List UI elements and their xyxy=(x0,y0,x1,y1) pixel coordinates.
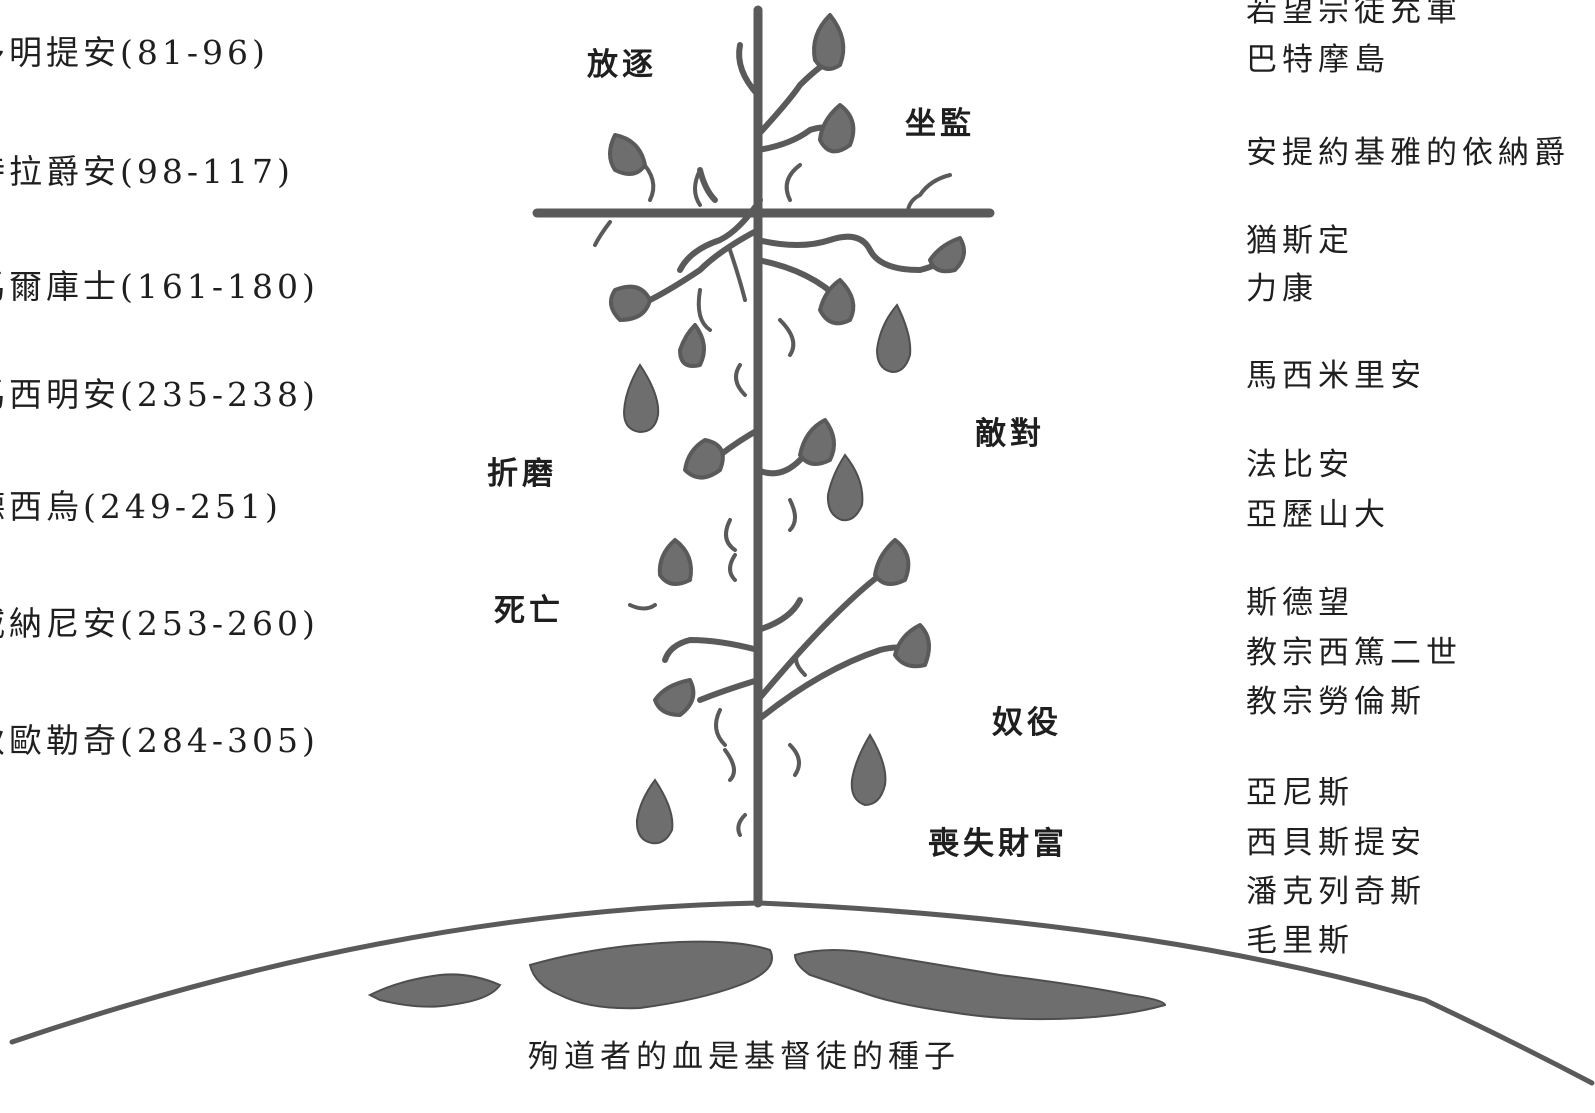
ground-hill xyxy=(9,900,1595,1086)
soil-patches xyxy=(367,940,1167,1021)
martyr-label: 猶斯定 xyxy=(1246,223,1354,259)
blood-drops xyxy=(622,303,912,845)
blood-drop xyxy=(826,453,864,522)
martyr-label: 西貝斯提安 xyxy=(1246,825,1426,861)
martyr-label: 安提約基雅的依納爵 xyxy=(1246,135,1570,171)
blood-drop xyxy=(875,303,912,374)
martyr-label: 馬西米里安 xyxy=(1246,358,1426,394)
suffering-loss-of-wealth-label: 喪失財富 xyxy=(928,826,1068,862)
martyr-label: 教宗勞倫斯 xyxy=(1246,684,1426,720)
tendrils xyxy=(593,158,952,837)
emperor-label: 馬西明安(235-238) xyxy=(0,375,319,414)
martyr-label: 潘克列奇斯 xyxy=(1246,874,1426,910)
martyr-label: 巴特摩島 xyxy=(1246,42,1390,78)
blood-drop xyxy=(635,778,674,845)
leaves xyxy=(608,13,966,717)
emperor-label: 多明提安(81-96) xyxy=(0,33,269,72)
emperor-label: 狄歐勒奇(284-305) xyxy=(0,721,319,760)
martyr-label: 力康 xyxy=(1246,271,1318,307)
emperor-label: 德西烏(249-251) xyxy=(0,487,282,526)
blood-drop xyxy=(850,733,887,807)
martyr-label: 法比安 xyxy=(1246,447,1354,483)
martyr-label: 毛里斯 xyxy=(1246,923,1354,959)
suffering-prison-label: 坐監 xyxy=(905,106,975,142)
martyr-label: 斯德望 xyxy=(1246,585,1354,621)
suffering-hostility-label: 敵對 xyxy=(975,416,1045,452)
emperor-label: 特拉爵安(98-117) xyxy=(0,152,294,191)
suffering-slavery-label: 奴役 xyxy=(992,705,1062,741)
martyr-label: 教宗西篤二世 xyxy=(1246,635,1462,671)
martyr-label: 亞歷山大 xyxy=(1246,497,1390,533)
suffering-torture-label: 折磨 xyxy=(487,456,557,492)
diagram-caption: 殉道者的血是基督徒的種子 xyxy=(528,1039,960,1075)
suffering-exile-label: 放逐 xyxy=(587,47,657,83)
branches xyxy=(647,42,953,723)
martyr-label: 若望宗徒充軍 xyxy=(1246,0,1462,29)
emperor-label: 馬爾庫士(161-180) xyxy=(0,267,319,306)
martyr-label: 亞尼斯 xyxy=(1246,775,1354,811)
emperor-label: 威納尼安(253-260) xyxy=(0,604,319,643)
suffering-death-label: 死亡 xyxy=(494,593,564,629)
blood-drop xyxy=(622,363,660,434)
